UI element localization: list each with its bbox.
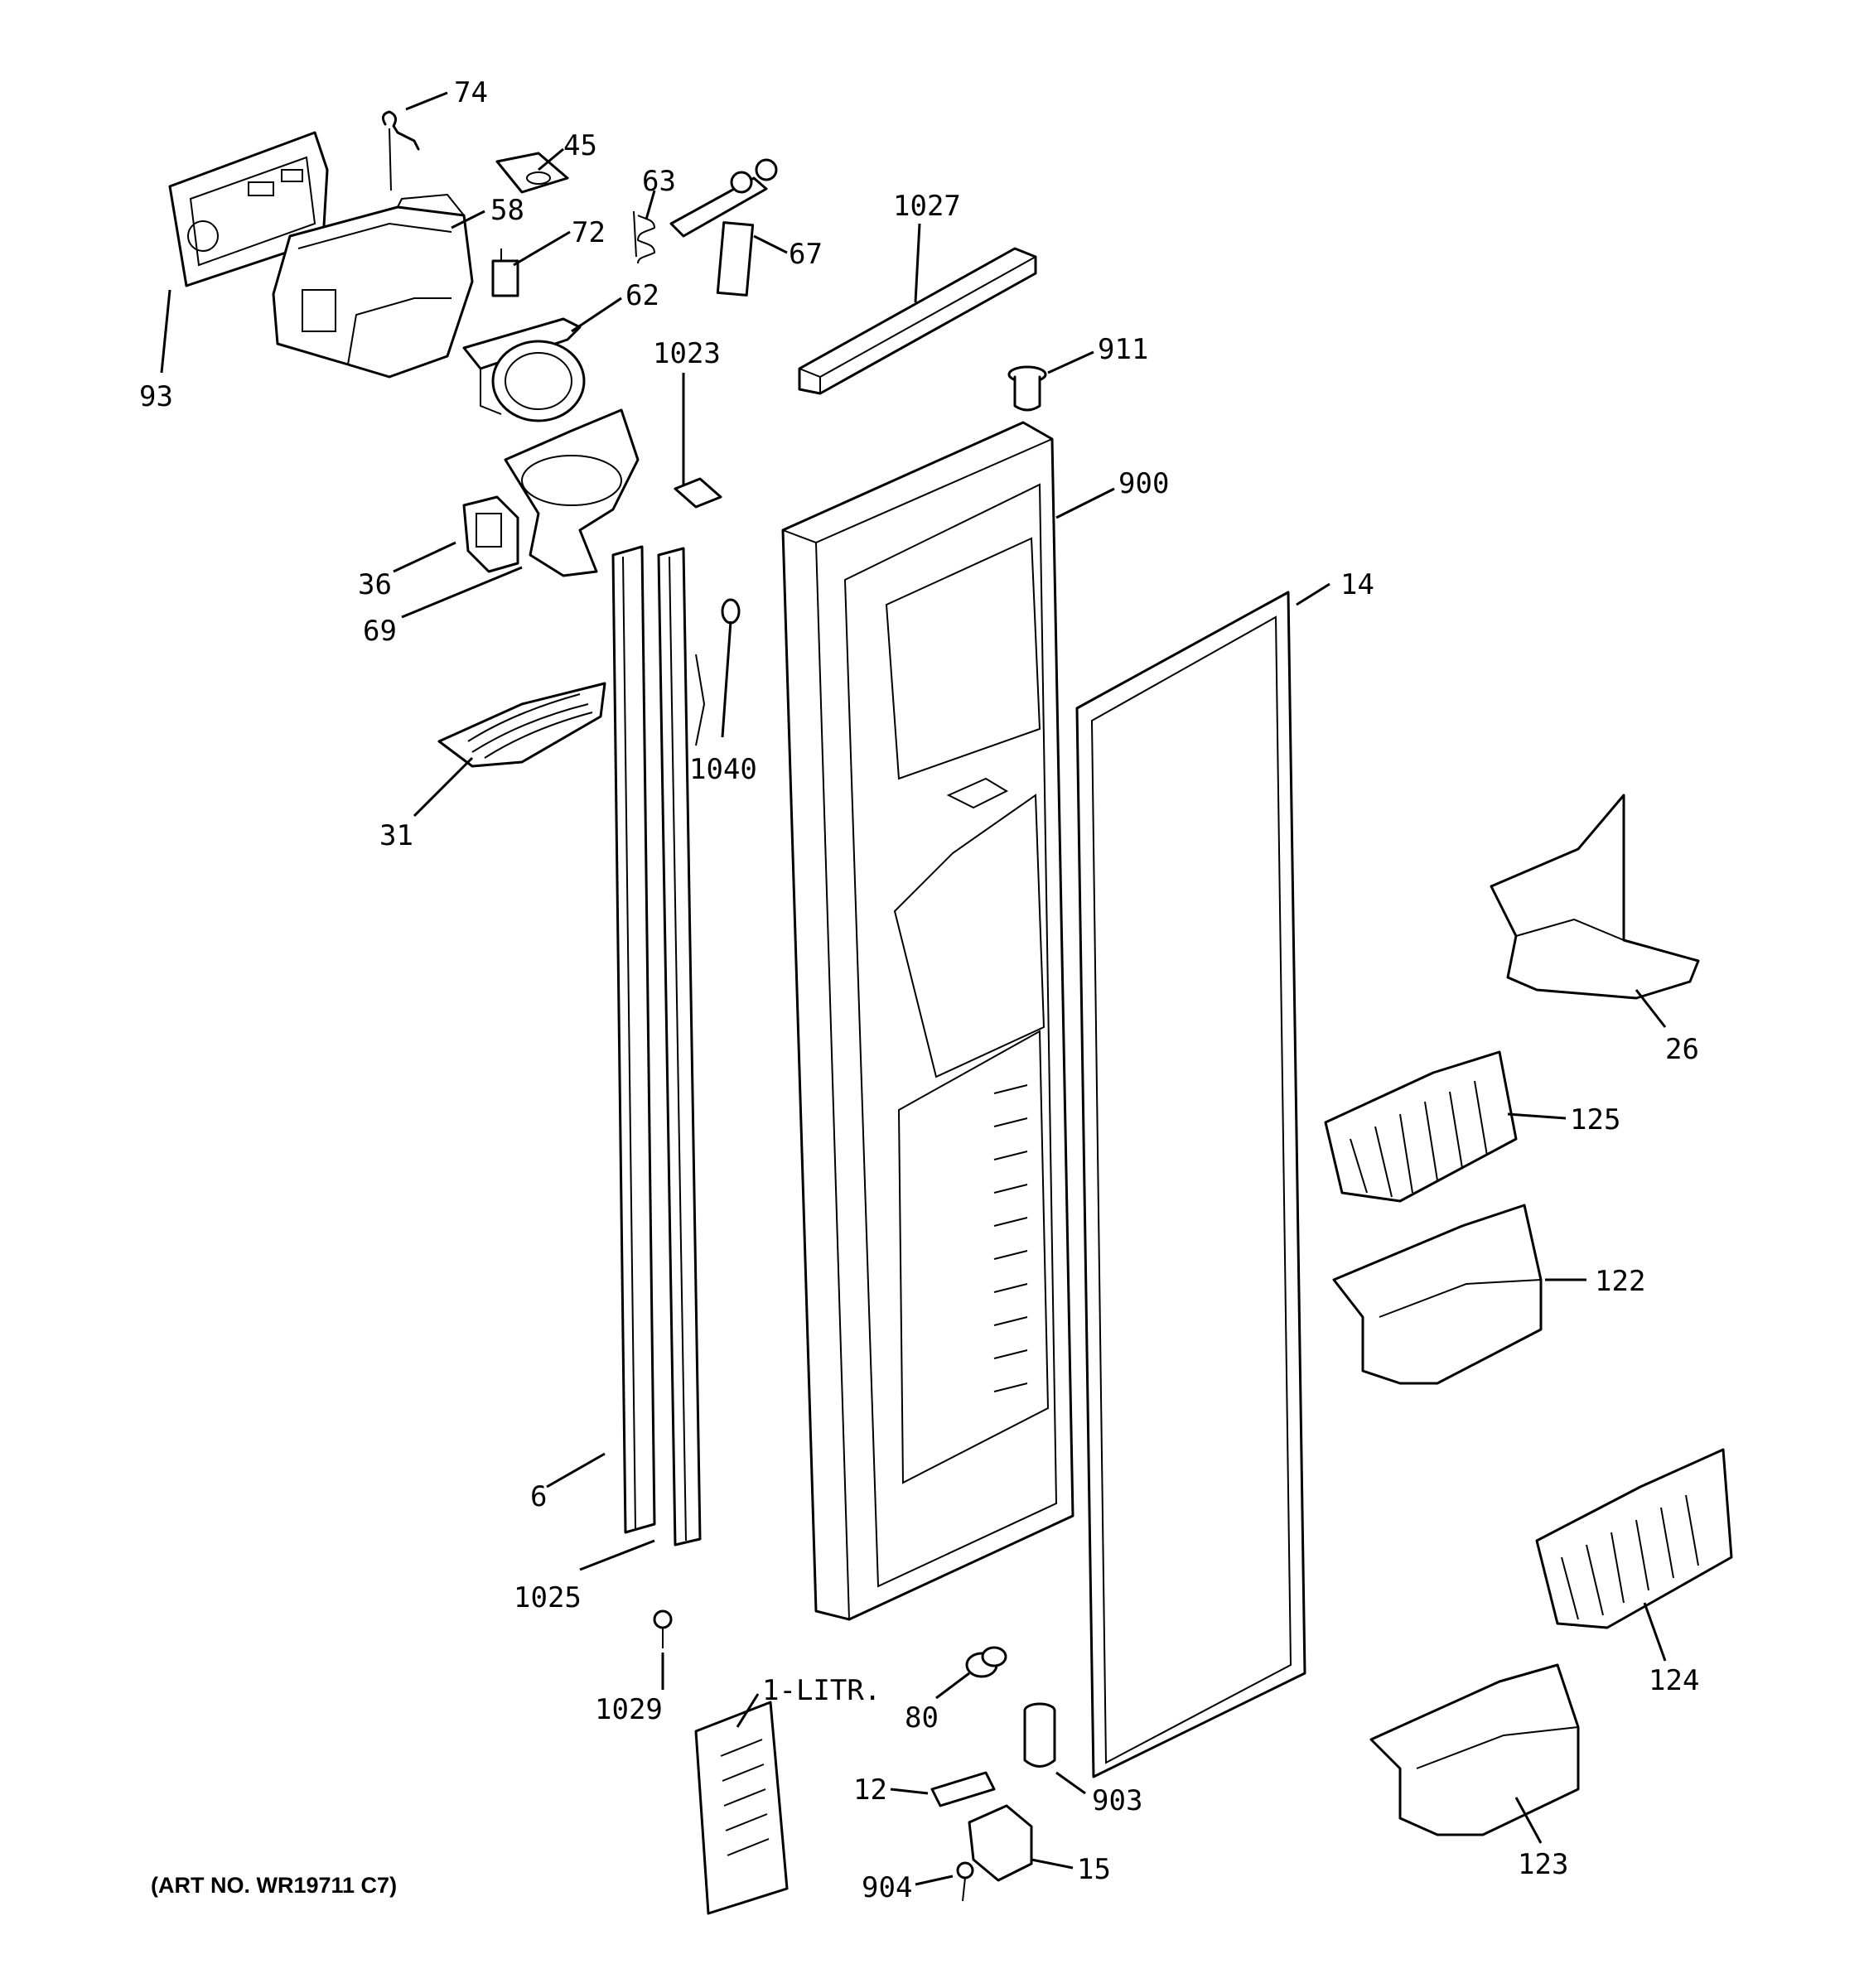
- label-1029: 1029: [595, 1693, 663, 1726]
- label-125: 125: [1570, 1103, 1620, 1136]
- part-123-door-bin: [1369, 1663, 1580, 1836]
- part-900-door: [781, 421, 1074, 1621]
- label-6: 6: [530, 1480, 547, 1513]
- part-14-gasket: [1075, 591, 1306, 1778]
- label-93: 93: [139, 380, 173, 413]
- part-72-switch: [491, 248, 519, 297]
- part-903-hinge-pin: [1023, 1702, 1056, 1768]
- part-31-grille: [437, 682, 606, 768]
- art-number: (ART NO. WR19711 C7): [151, 1873, 397, 1898]
- part-122-door-bin: [1332, 1204, 1543, 1385]
- part-69-chute: [504, 408, 640, 577]
- part-1029-screw: [653, 1609, 673, 1648]
- part-12-shim: [930, 1771, 996, 1807]
- label-12: 12: [853, 1773, 887, 1807]
- label-1025: 1025: [514, 1581, 582, 1614]
- part-63-spring: [633, 210, 656, 264]
- label-123: 123: [1518, 1848, 1568, 1881]
- label-80: 80: [905, 1701, 939, 1735]
- part-1027-top-cap: [798, 247, 1037, 395]
- part-124-wire-basket: [1535, 1448, 1733, 1629]
- label-67: 67: [789, 238, 823, 271]
- part-911-bushing: [1007, 365, 1047, 412]
- label-15: 15: [1077, 1853, 1111, 1886]
- label-69: 69: [363, 615, 397, 648]
- part-125-wire-basket: [1324, 1050, 1518, 1203]
- label-31: 31: [379, 819, 413, 852]
- label-58: 58: [490, 194, 524, 227]
- label-911: 911: [1098, 333, 1148, 366]
- part-904-screw: [956, 1861, 974, 1902]
- part-1040-plug: [721, 598, 741, 625]
- label-74: 74: [454, 76, 488, 109]
- label-904: 904: [862, 1871, 912, 1904]
- part-1025-handle-channel: [657, 547, 706, 1546]
- label-45: 45: [563, 129, 597, 162]
- label-14: 14: [1340, 568, 1374, 601]
- callout-labels: 74 45 58 63 72 67 1027 62 93 1023 911 90…: [139, 76, 1699, 1904]
- label-63: 63: [642, 165, 676, 198]
- part-45-bracket: [495, 152, 569, 194]
- label-903: 903: [1092, 1784, 1142, 1817]
- part-58-dispenser-housing: [272, 193, 474, 379]
- label-1027: 1027: [893, 190, 961, 223]
- leader-lines: [160, 91, 1667, 1886]
- label-26: 26: [1665, 1033, 1699, 1066]
- part-15-hinge: [968, 1804, 1033, 1882]
- label-1-litr: 1-LITR.: [762, 1674, 881, 1707]
- part-literature: [694, 1701, 789, 1915]
- label-122: 122: [1595, 1265, 1645, 1298]
- part-74-lever: [381, 110, 420, 191]
- label-1023: 1023: [653, 337, 721, 370]
- label-900: 900: [1118, 467, 1169, 500]
- label-72: 72: [572, 216, 606, 249]
- part-67-actuator: [669, 158, 778, 297]
- label-124: 124: [1649, 1664, 1699, 1697]
- label-1040: 1040: [689, 753, 757, 786]
- part-80-plug: [965, 1646, 1007, 1678]
- part-1023-clip: [674, 477, 722, 509]
- door-ribs: [993, 1084, 1028, 1392]
- part-6-trim-strip: [611, 545, 656, 1534]
- part-36-bracket: [462, 495, 519, 573]
- part-26-tray: [1490, 794, 1700, 1000]
- part-62-ring: [462, 317, 586, 422]
- label-36: 36: [358, 568, 392, 601]
- label-62: 62: [625, 279, 659, 312]
